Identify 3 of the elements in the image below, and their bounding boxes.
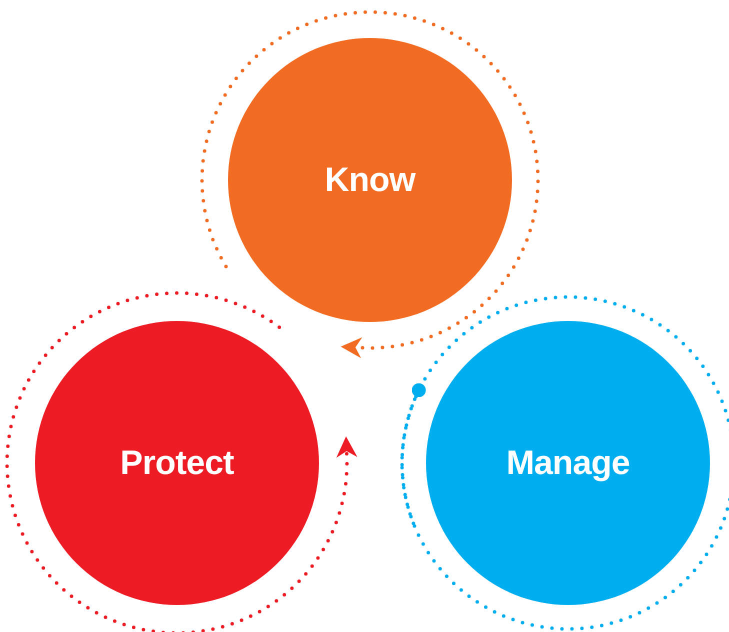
node-label: Know: [324, 160, 416, 200]
node-label: Manage: [506, 444, 630, 482]
node-label: Protect: [120, 444, 234, 482]
